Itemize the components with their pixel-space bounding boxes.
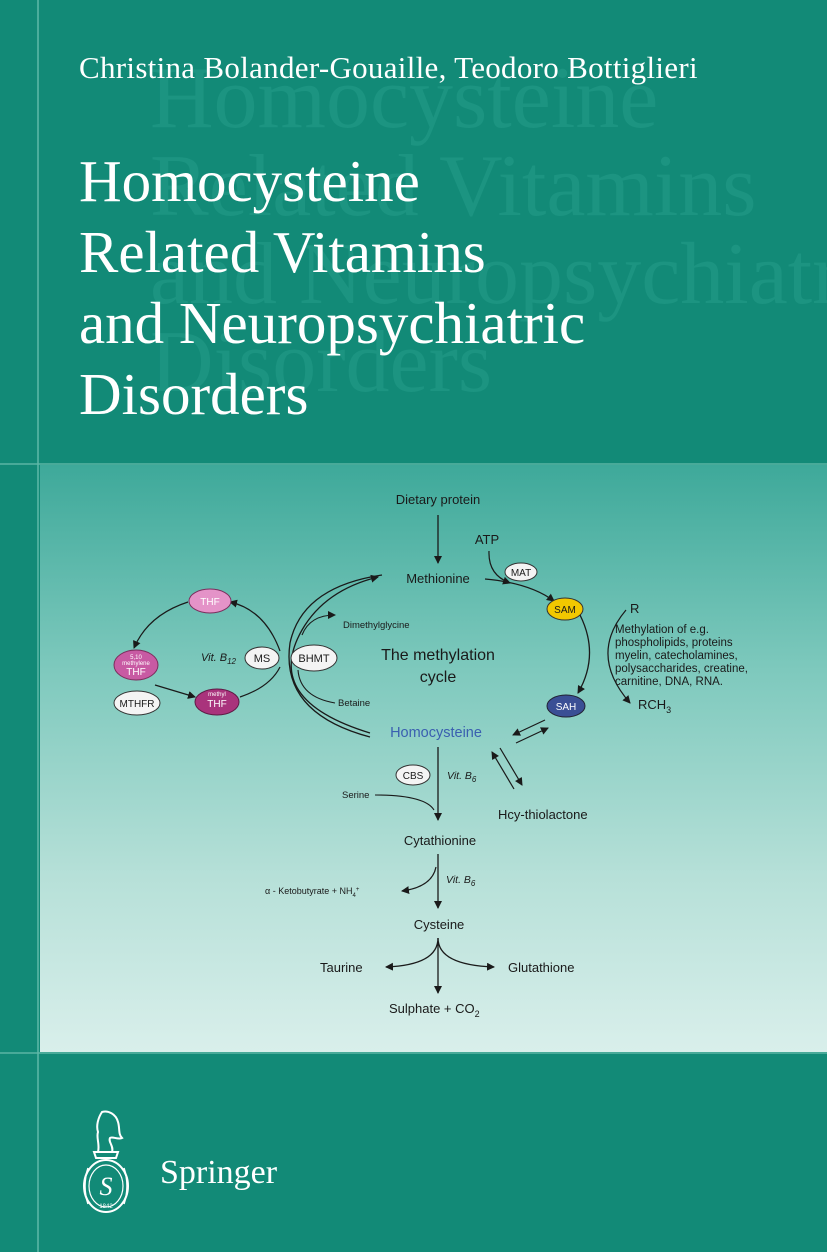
sah-node — [546, 694, 586, 718]
rch3-base: RCH — [638, 697, 666, 712]
methylation-note-line: phospholipids, proteins — [615, 637, 733, 649]
methylene-thf-label: THF — [126, 667, 145, 678]
sulphate-label: Sulphate + CO2 — [389, 1001, 480, 1019]
methyl-thf-node — [194, 688, 240, 716]
ms-label: MS — [254, 653, 271, 665]
methylation-cycle-diagram: Dietary protein ATP Methionine MAT SAM R… — [40, 465, 827, 1052]
svg-text:S: S — [100, 1172, 113, 1201]
methylene-thf-node — [113, 649, 159, 681]
arrow-r-rch3 — [607, 609, 631, 704]
ketobutyrate-base: α - Ketobutyrate + NH — [265, 886, 353, 896]
arrow-hcy-thiolactone — [499, 747, 523, 786]
vit-b6-a-sub: 6 — [472, 775, 477, 784]
vit-b6-b-label: Vit. B6 — [446, 874, 476, 888]
arrow-hcy-sah — [515, 727, 549, 744]
bhmt-label: BHMT — [298, 653, 329, 665]
vit-b6-a-base: Vit. B — [447, 770, 472, 782]
logo-year: 1842 — [99, 1204, 113, 1210]
title-line: Disorders — [79, 361, 309, 427]
methylation-note-line: Methylation of e.g. — [615, 624, 709, 636]
springer-knight-logo-icon: S 1842 — [83, 1110, 129, 1213]
r-label: R — [630, 601, 639, 616]
serine-label: Serine — [342, 790, 369, 801]
thf-label: THF — [200, 597, 219, 608]
rch3-label: RCH3 — [638, 697, 671, 715]
vit-b6-b-sub: 6 — [471, 879, 476, 888]
ketobutyrate-sub: 4 — [353, 893, 357, 899]
cystathionine-label: Cytathionine — [404, 833, 476, 848]
arrow-methylene-methyl — [154, 684, 196, 699]
mat-enzyme — [504, 562, 538, 582]
methylene-thf-top: 5,10 — [130, 655, 142, 661]
methyl-thf-label: THF — [207, 699, 226, 710]
glutathione-label: Glutathione — [508, 960, 575, 975]
mthfr-enzyme — [113, 690, 161, 716]
vit-b12-label: Vit. B12 — [201, 652, 237, 666]
dimethylglycine-label: Dimethylglycine — [343, 620, 410, 631]
arrow-ketobutyrate — [401, 866, 437, 895]
atp-label: ATP — [475, 532, 499, 547]
homocysteine-label: Homocysteine — [390, 725, 482, 741]
betaine-label: Betaine — [338, 698, 370, 709]
horizontal-rule-bottom — [0, 1052, 827, 1054]
sam-label: SAM — [554, 605, 576, 616]
sulphate-base: Sulphate + CO — [389, 1001, 475, 1016]
ketobutyrate-label: α - Ketobutyrate + NH4+ — [265, 886, 360, 899]
vit-b6-b-base: Vit. B — [446, 874, 471, 886]
thf-node — [188, 588, 232, 614]
methylation-note-line: polysaccharides, creatine, — [615, 663, 748, 675]
rch3-sub: 3 — [666, 705, 671, 715]
vit-b6-a-label: Vit. B6 — [447, 770, 477, 784]
cbs-label: CBS — [403, 771, 424, 782]
arrow-atp — [488, 550, 511, 585]
cycle-label-2: cycle — [420, 669, 457, 686]
arrow-to-thf — [229, 599, 281, 652]
mat-label: MAT — [511, 568, 531, 579]
arrow-ms-remethylation — [290, 574, 379, 734]
arrow-thiolactone-hcy — [491, 751, 515, 790]
hcy-thiolactone-label: Hcy-thiolactone — [498, 807, 588, 822]
arc-betaine — [297, 669, 336, 704]
title-watermark: Homocysteine Related Vitamins and Neurop… — [150, 50, 827, 411]
ms-enzyme — [244, 646, 280, 670]
vit-b12-sub: 12 — [227, 657, 236, 666]
publisher-name: Springer — [160, 1154, 278, 1191]
title-line: and Neuropsychiatric — [79, 290, 586, 356]
methylation-note-line: myelin, catecholamines, — [615, 650, 738, 662]
vertical-rule — [37, 0, 39, 1252]
methionine-label: Methionine — [406, 571, 470, 586]
methylene-thf-mid: methylene — [122, 661, 150, 667]
book-title: Homocysteine Related Vitamins and Neurop… — [79, 146, 585, 430]
vit-b12-base: Vit. B — [201, 652, 227, 664]
taurine-label: Taurine — [320, 960, 363, 975]
title-line: Related Vitamins — [79, 219, 486, 285]
arrow-glutathione — [437, 937, 495, 971]
authors: Christina Bolander-Gouaille, Teodoro Bot… — [79, 50, 698, 85]
sam-node — [546, 597, 584, 621]
dietary-protein-label: Dietary protein — [396, 492, 481, 507]
arc-serine — [374, 794, 435, 811]
arrow-thf-methylene — [133, 601, 189, 649]
cysteine-label: Cysteine — [414, 917, 465, 932]
horizontal-rule-top — [0, 463, 827, 465]
title-line: Homocysteine — [79, 148, 420, 214]
methyl-thf-top: methyl — [208, 692, 226, 698]
arc-methyl-ms — [239, 666, 281, 698]
arrow-sah-hcy — [512, 719, 546, 736]
sah-label: SAH — [556, 702, 577, 713]
arrow-taurine — [385, 937, 439, 971]
cycle-label-1: The methylation — [381, 647, 495, 664]
arc-ms-inner — [288, 574, 383, 738]
arrow-sam-sah — [577, 614, 591, 694]
sulphate-sub: 2 — [475, 1009, 480, 1019]
diagram-svg: Dietary protein ATP Methionine MAT SAM R… — [113, 492, 748, 1019]
arrow-dimethylglycine — [301, 611, 336, 636]
arrow-methionine-sam — [484, 578, 555, 602]
mthfr-label: MTHFR — [120, 699, 155, 710]
methylation-note-line: carnitine, DNA, RNA. — [615, 676, 723, 688]
cbs-enzyme — [395, 764, 431, 786]
ketobutyrate-sup: + — [356, 887, 360, 893]
bhmt-enzyme — [290, 644, 338, 672]
